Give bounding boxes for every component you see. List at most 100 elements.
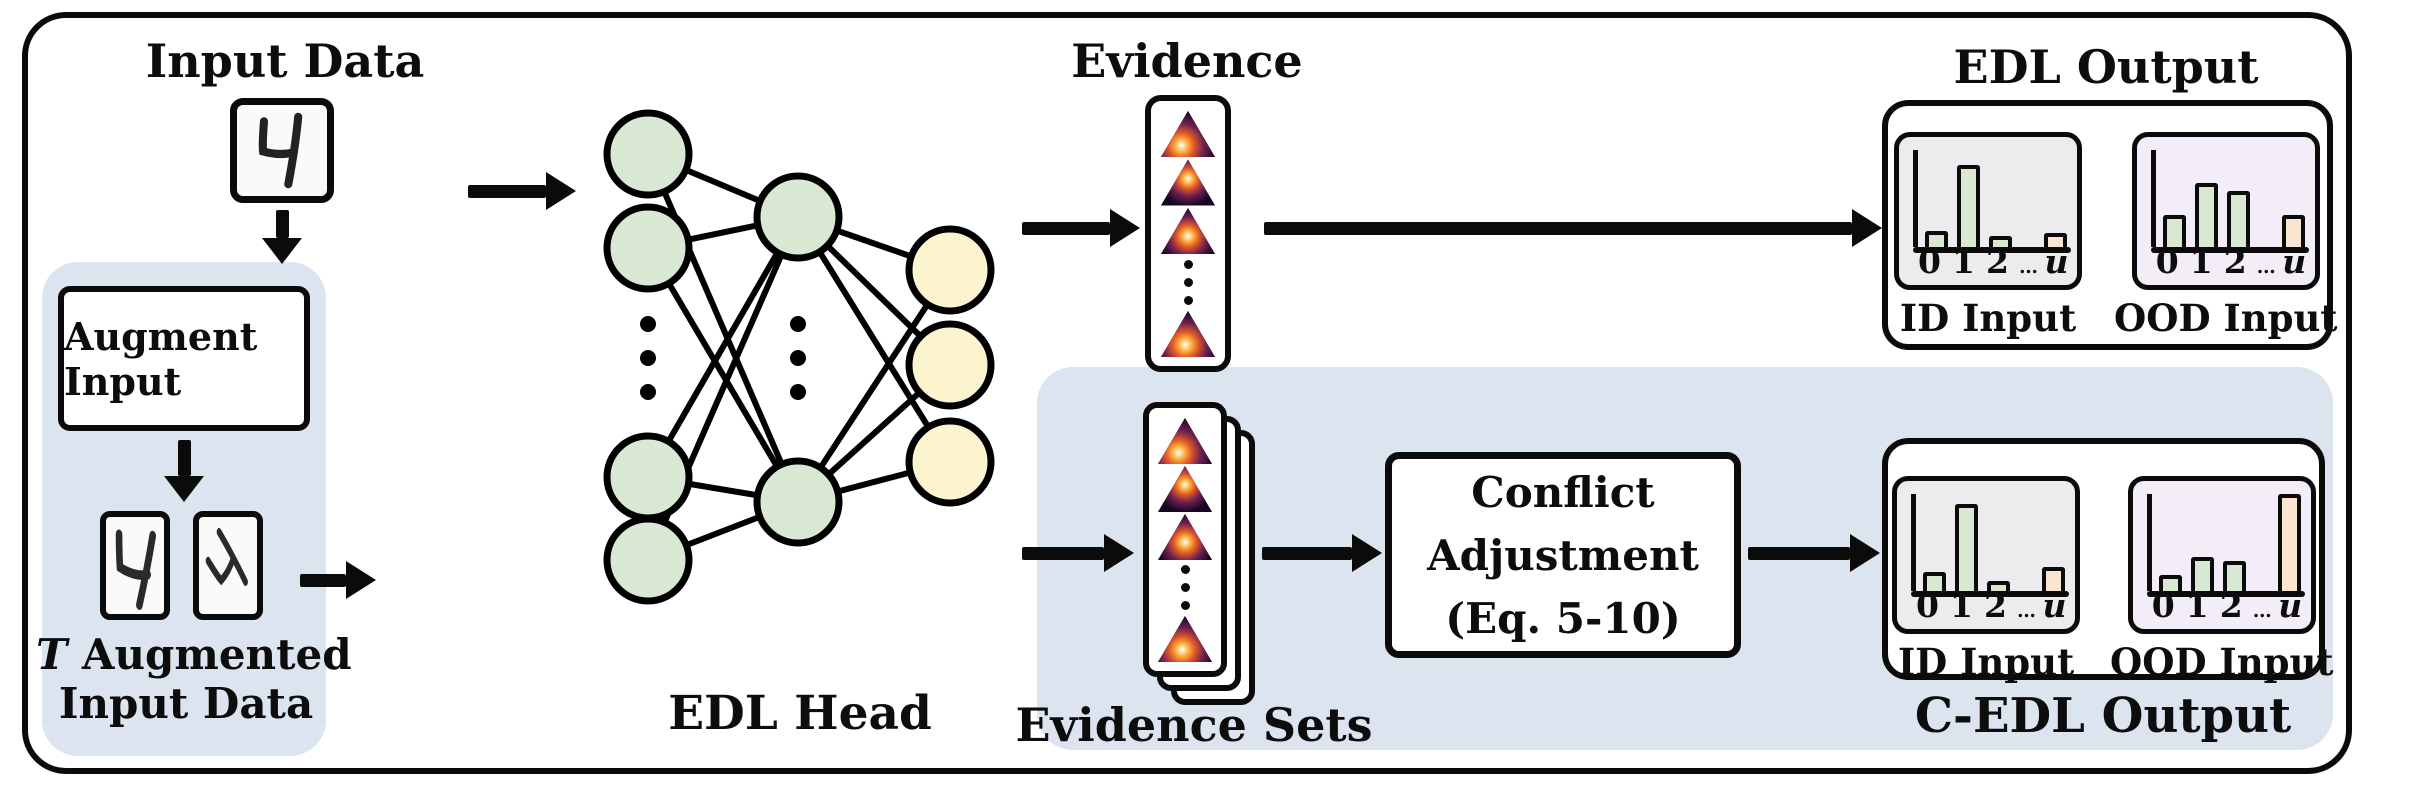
evidence-simplex-icon — [1158, 615, 1212, 662]
tick-label: u — [2044, 242, 2069, 281]
edl-output-title: EDL Output — [1953, 40, 2259, 94]
tick-label: u — [2278, 586, 2303, 625]
evidence-simplex-icon — [1158, 513, 1212, 560]
tick-label: 2 — [2223, 242, 2247, 281]
conflict-line2: Adjustment — [1427, 530, 1699, 580]
input-digit-image — [230, 98, 334, 203]
edl-head-network — [603, 109, 995, 605]
conflict-line1: Conflict — [1471, 467, 1655, 517]
bar — [2222, 560, 2246, 591]
bar — [1956, 164, 1980, 247]
arrow-head — [1352, 534, 1382, 572]
network-output-layer — [905, 225, 995, 507]
chart-plot-area — [2146, 494, 2305, 597]
chart-plot-area — [2150, 150, 2309, 253]
evidence-simplex-icon — [1161, 159, 1215, 206]
arrow-head — [1110, 209, 1140, 247]
bar-series — [1925, 150, 2067, 247]
augmented-digit-image-2 — [193, 511, 263, 620]
bar — [2042, 566, 2065, 591]
bar — [2194, 182, 2218, 247]
x-axis-line — [1911, 591, 2069, 597]
arrow-conflict-to-cedl-output — [1748, 534, 1880, 572]
evidence-simplex-icon — [1161, 310, 1215, 357]
arrow-shaft — [1748, 546, 1850, 560]
digit-4-glyph — [258, 112, 303, 189]
tick-label: u — [2282, 242, 2307, 281]
t-augmented-line2: Input Data — [58, 679, 314, 728]
evidence-simplex-icon — [1158, 417, 1212, 464]
t-augmented-text: Augmented — [67, 630, 352, 679]
evidence-label: Evidence — [1071, 34, 1303, 88]
x-axis-line — [1913, 247, 2071, 253]
bar — [1923, 571, 1946, 591]
cedl-ood-caption: OOD Input — [2110, 640, 2334, 684]
bar-series — [1923, 494, 2065, 591]
arrow-head — [1852, 209, 1882, 247]
bar — [2226, 190, 2250, 247]
tick-label: 2 — [1986, 242, 2009, 281]
tick-label: 2 — [2219, 586, 2243, 625]
chart-plot-area — [1911, 494, 2069, 597]
arrow-head — [346, 561, 376, 599]
arrow-shaft — [177, 440, 191, 476]
x-axis-line — [2150, 247, 2309, 253]
input-data-label: Input Data — [145, 34, 425, 88]
bar — [2158, 574, 2182, 591]
arrow-shaft — [1264, 221, 1852, 235]
bar — [1925, 231, 1948, 247]
arrow-input-to-network — [468, 172, 576, 210]
evidence-simplex-icon — [1161, 207, 1215, 254]
evidence-column — [1145, 95, 1231, 372]
bar — [2281, 215, 2305, 247]
arrow-shaft — [1022, 221, 1110, 235]
chart-plot-area — [1913, 150, 2071, 253]
tick-label: u — [2042, 586, 2067, 625]
bar — [1988, 236, 2012, 247]
tick-label: 1 — [1952, 242, 1975, 281]
augment-input-label: Augment Input — [64, 313, 258, 404]
conflict-line3: (Eq. 5-10) — [1445, 593, 1681, 643]
tick-label: 1 — [2185, 586, 2209, 625]
arrow-shaft — [275, 210, 289, 238]
t-augmented-label: T Augmented Input Data — [36, 630, 352, 728]
arrow-head — [1850, 534, 1880, 572]
arrow-head — [262, 238, 302, 264]
arrow-shaft — [1022, 546, 1104, 560]
evidence-ellipsis — [1180, 561, 1190, 614]
tick-label: … — [2017, 600, 2036, 622]
arrow-augment-to-augmented — [164, 440, 204, 502]
tick-label: … — [2019, 256, 2038, 278]
tick-label: 0 — [2151, 586, 2175, 625]
arrow-head — [546, 172, 576, 210]
evidence-ellipsis — [1183, 256, 1193, 309]
bar — [1986, 581, 2010, 591]
tick-label: … — [2252, 600, 2272, 622]
bar — [2044, 233, 2067, 247]
arrow-evidence-sets-to-conflict — [1262, 534, 1382, 572]
edl-head-label: EDL Head — [668, 686, 932, 741]
evidence-sets-stack — [1143, 402, 1255, 705]
arrow-head — [1104, 534, 1134, 572]
cedl-id-caption: ID Input — [1897, 640, 2075, 684]
augmented-digit-image-1 — [100, 511, 170, 620]
arrow-shaft — [300, 573, 346, 587]
bar — [2162, 215, 2186, 247]
bar-series — [2162, 150, 2305, 247]
arrow-augmented-to-network — [300, 561, 376, 599]
digit-4-rotated-glyph — [205, 527, 248, 586]
evidence-sets-label: Evidence Sets — [1015, 698, 1373, 752]
bar-series — [2158, 494, 2301, 591]
